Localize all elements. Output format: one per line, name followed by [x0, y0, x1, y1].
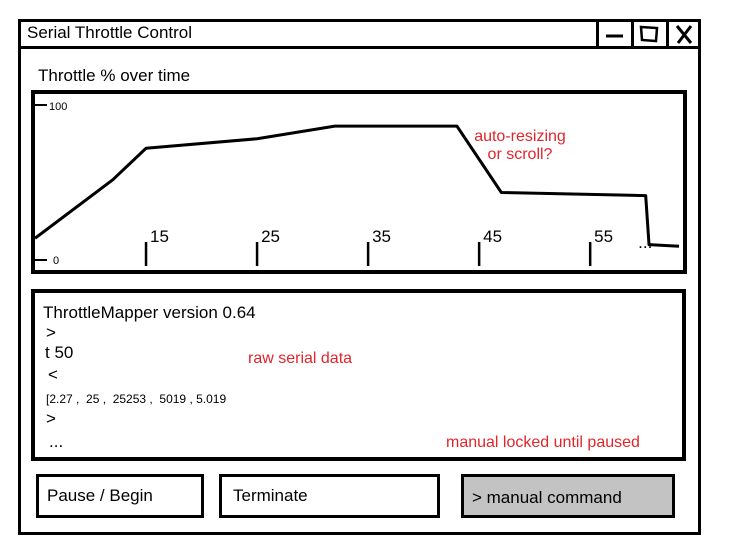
close-icon [675, 25, 693, 44]
serial-console[interactable]: ThrottleMapper version 0.64 > t 50 < [2.… [31, 289, 686, 461]
manual-locked-note: manual locked until paused [446, 434, 640, 451]
console-line: < [48, 365, 58, 384]
console-line: > [46, 323, 56, 342]
maximize-icon [639, 25, 659, 43]
y-tick-label: 100 [49, 101, 67, 113]
minimize-icon [606, 34, 623, 38]
chart-note-line: auto-resizing [474, 128, 566, 145]
window-title: Serial Throttle Control [27, 23, 193, 42]
pause-begin-button[interactable]: Pause / Begin [36, 474, 204, 518]
app-window: Serial Throttle Control [18, 19, 701, 535]
console-line: t 50 [45, 343, 74, 362]
raw-serial-note: raw serial data [248, 350, 353, 367]
console-line: > [46, 409, 56, 428]
title-bar[interactable]: Serial Throttle Control [21, 22, 698, 49]
terminate-button[interactable]: Terminate [219, 474, 440, 518]
throttle-series-line [34, 124, 680, 248]
chart-note-line: or scroll? [487, 146, 553, 163]
x-tick-label: 35 [372, 227, 391, 246]
console-line: ThrottleMapper version 0.64 [43, 303, 256, 322]
close-button[interactable] [666, 22, 698, 46]
console-line: ... [49, 432, 64, 451]
x-tick-label: 15 [150, 227, 169, 246]
minimize-button[interactable] [596, 22, 628, 46]
manual-command-button[interactable]: > manual command [461, 474, 675, 518]
y-tick-label: 0 [53, 255, 59, 267]
x-tick-label: 25 [261, 227, 280, 246]
chart-title: Throttle % over time [38, 66, 191, 85]
x-tick-label: 55 [594, 227, 613, 246]
console-line: [2.27 , 25 , 25253 , 5019 , 5.019 [46, 392, 227, 406]
x-tick-label: 45 [483, 227, 502, 246]
maximize-button[interactable] [631, 22, 663, 46]
